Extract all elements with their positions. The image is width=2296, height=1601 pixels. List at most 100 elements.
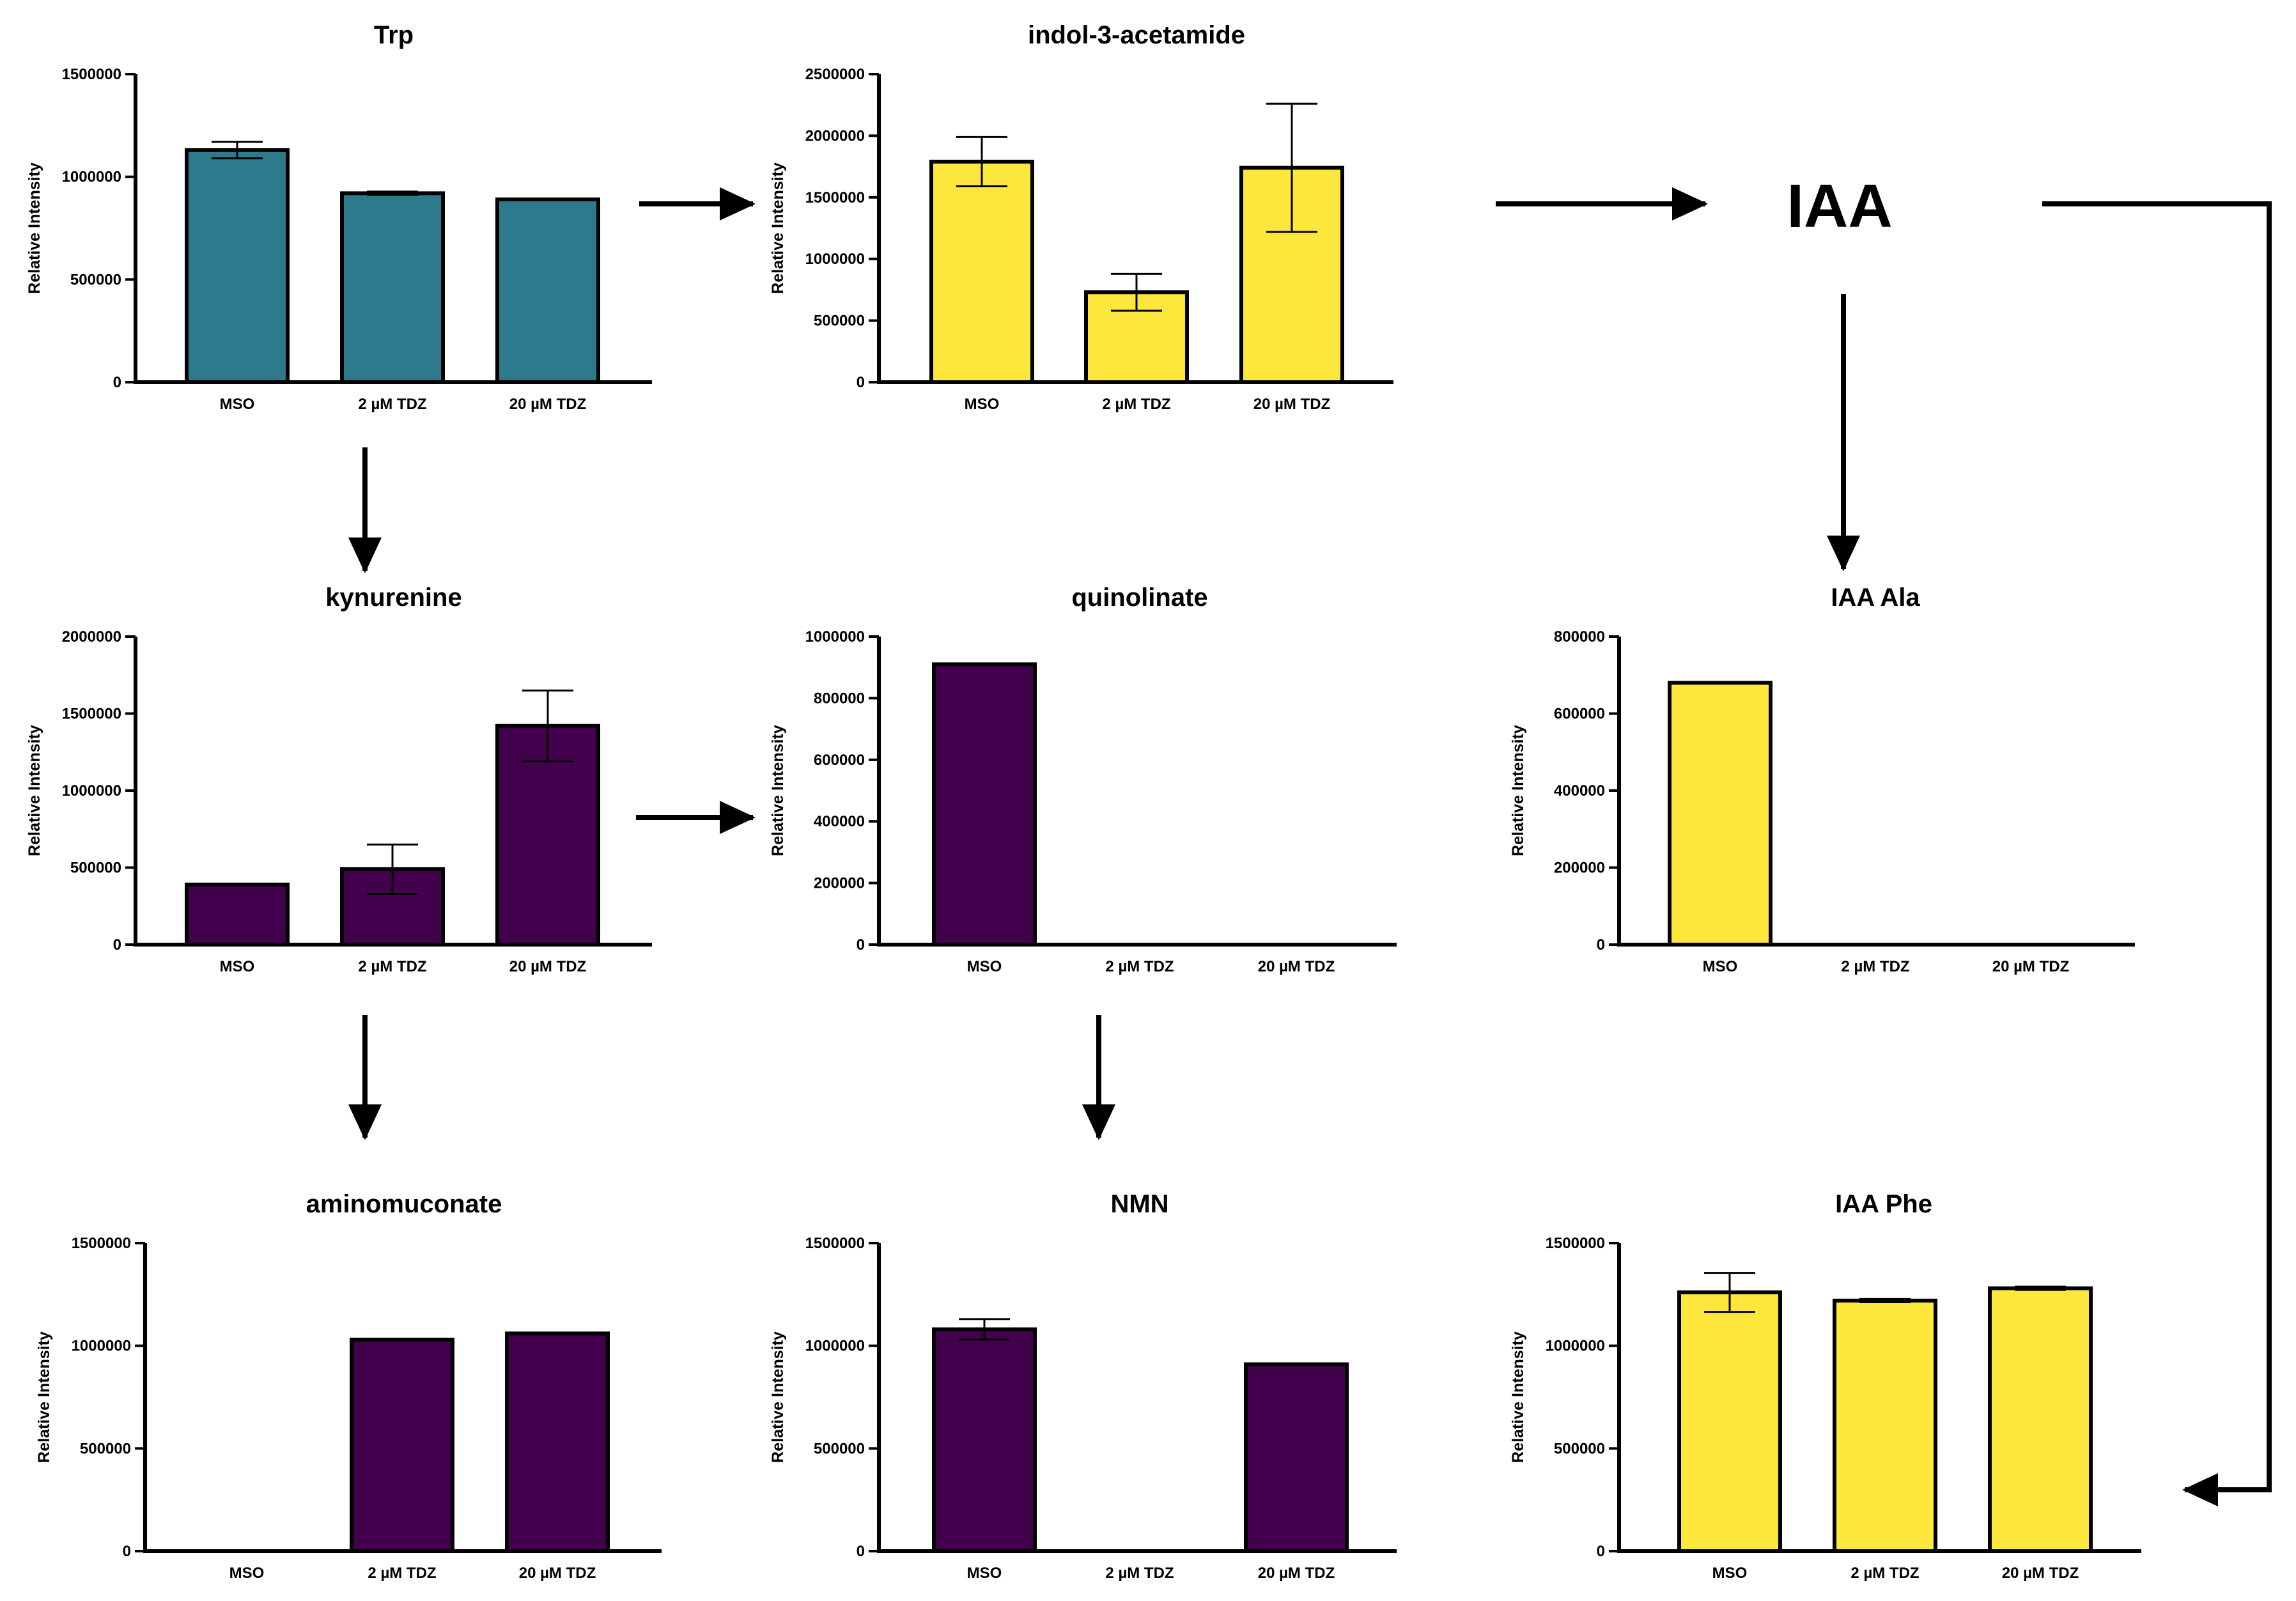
x-category-label: 20 µM TDZ <box>2002 1565 2079 1582</box>
chart-title: kynurenine <box>325 584 462 612</box>
x-category-label: 2 µM TDZ <box>358 958 426 975</box>
error-bar <box>212 141 263 160</box>
x-category-label: MSO <box>967 958 1002 975</box>
y-tick-label: 0 <box>123 1543 131 1560</box>
y-axis-label: Relative Intensity <box>26 162 43 294</box>
y-tick-label: 2000000 <box>805 127 865 144</box>
chart-nmn: NMN Relative Intensity 0 500000 1000000 15000… <box>769 1190 1397 1582</box>
y-tick-label: 1000000 <box>805 1338 865 1355</box>
y-tick-label: 600000 <box>1554 706 1605 723</box>
error-bar <box>1704 1272 1755 1313</box>
pathway-arrows <box>348 187 2272 1506</box>
chart-title: aminomuconate <box>306 1190 502 1218</box>
y-tick-label: 1000000 <box>1546 1338 1605 1355</box>
iaa-node-label: IAA <box>1787 172 1892 240</box>
x-category-label: 20 µM TDZ <box>509 396 587 413</box>
bar <box>495 723 600 947</box>
bar <box>185 148 290 384</box>
chart-title: indol-3-acetamide <box>1028 21 1245 49</box>
y-tick-label: 1000000 <box>62 782 121 800</box>
x-category-label: MSO <box>220 396 255 413</box>
error-bar <box>367 843 418 895</box>
y-tick-label: 0 <box>857 1543 865 1560</box>
y-axis-label: Relative Intensity <box>769 725 787 856</box>
y-tick-label: 0 <box>113 374 121 391</box>
y-tick-label: 800000 <box>814 690 865 707</box>
x-category-label: 2 µM TDZ <box>368 1565 436 1582</box>
x-category-label: 20 µM TDZ <box>1992 958 2070 975</box>
bar <box>340 191 445 384</box>
y-tick-label: 0 <box>1597 1543 1605 1560</box>
chart-title: IAA Phe <box>1835 1190 1932 1218</box>
x-category-label: 20 µM TDZ <box>509 958 587 975</box>
x-category-label: MSO <box>965 396 1000 413</box>
y-tick-label: 200000 <box>1554 860 1605 877</box>
y-axis-label: Relative Intensity <box>769 1331 787 1463</box>
y-tick-label: 1500000 <box>62 66 121 83</box>
y-tick-label: 500000 <box>1554 1440 1605 1457</box>
x-category-label: 20 µM TDZ <box>1258 1565 1335 1582</box>
y-tick-label: 1500000 <box>72 1235 131 1252</box>
x-category-label: MSO <box>1703 958 1738 975</box>
error-bar <box>1859 1297 1911 1304</box>
y-axis-label: Relative Intensity <box>769 162 787 294</box>
y-tick-label: 600000 <box>814 752 865 769</box>
x-category-label: 2 µM TDZ <box>1850 1565 1919 1582</box>
x-category-label: 2 µM TDZ <box>358 396 426 413</box>
error-bar <box>1266 102 1317 233</box>
error-bar <box>367 190 418 196</box>
error-bar <box>956 135 1007 187</box>
y-tick-label: 0 <box>113 936 121 954</box>
x-category-label: 20 µM TDZ <box>519 1565 596 1582</box>
y-tick-label: 1000000 <box>72 1338 131 1355</box>
bar <box>1833 1298 1937 1554</box>
y-tick-label: 2000000 <box>62 628 121 646</box>
x-category-label: MSO <box>229 1565 265 1582</box>
error-bar <box>522 689 573 762</box>
x-category-label: 2 µM TDZ <box>1105 1565 1174 1582</box>
y-tick-label: 400000 <box>1554 782 1605 800</box>
y-tick-label: 800000 <box>1554 628 1605 646</box>
y-tick-label: 500000 <box>814 1440 865 1457</box>
y-tick-label: 1500000 <box>805 189 865 206</box>
y-tick-label: 1000000 <box>805 251 865 268</box>
x-category-label: 2 µM TDZ <box>1841 958 1909 975</box>
y-tick-label: 1500000 <box>1546 1235 1605 1252</box>
y-tick-label: 2500000 <box>805 66 865 83</box>
chart-title: NMN <box>1110 1190 1168 1218</box>
y-tick-label: 500000 <box>80 1440 131 1457</box>
y-tick-label: 1000000 <box>62 169 121 186</box>
bar <box>1988 1286 2093 1554</box>
bar <box>932 662 1037 947</box>
y-tick-label: 1500000 <box>62 706 121 723</box>
bar <box>1244 1362 1349 1553</box>
y-axis-label: Relative Intensity <box>26 725 43 856</box>
bar <box>505 1331 610 1554</box>
y-tick-label: 0 <box>857 936 865 954</box>
x-category-label: 2 µM TDZ <box>1102 396 1170 413</box>
y-tick-label: 500000 <box>70 271 121 288</box>
x-category-label: MSO <box>220 958 255 975</box>
x-category-label: MSO <box>967 1565 1002 1582</box>
x-category-label: 20 µM TDZ <box>1253 396 1331 413</box>
error-bar <box>1111 272 1162 312</box>
y-tick-label: 200000 <box>814 875 865 892</box>
y-tick-label: 1000000 <box>805 628 865 646</box>
y-tick-label: 0 <box>857 374 865 391</box>
y-tick-label: 1500000 <box>805 1235 865 1252</box>
chart-title: quinolinate <box>1071 584 1207 612</box>
y-axis-label: Relative Intensity <box>35 1331 53 1463</box>
bar <box>350 1338 454 1553</box>
y-axis-label: Relative Intensity <box>1509 1331 1527 1463</box>
x-category-label: MSO <box>1712 1565 1748 1582</box>
y-tick-label: 0 <box>1597 936 1605 954</box>
